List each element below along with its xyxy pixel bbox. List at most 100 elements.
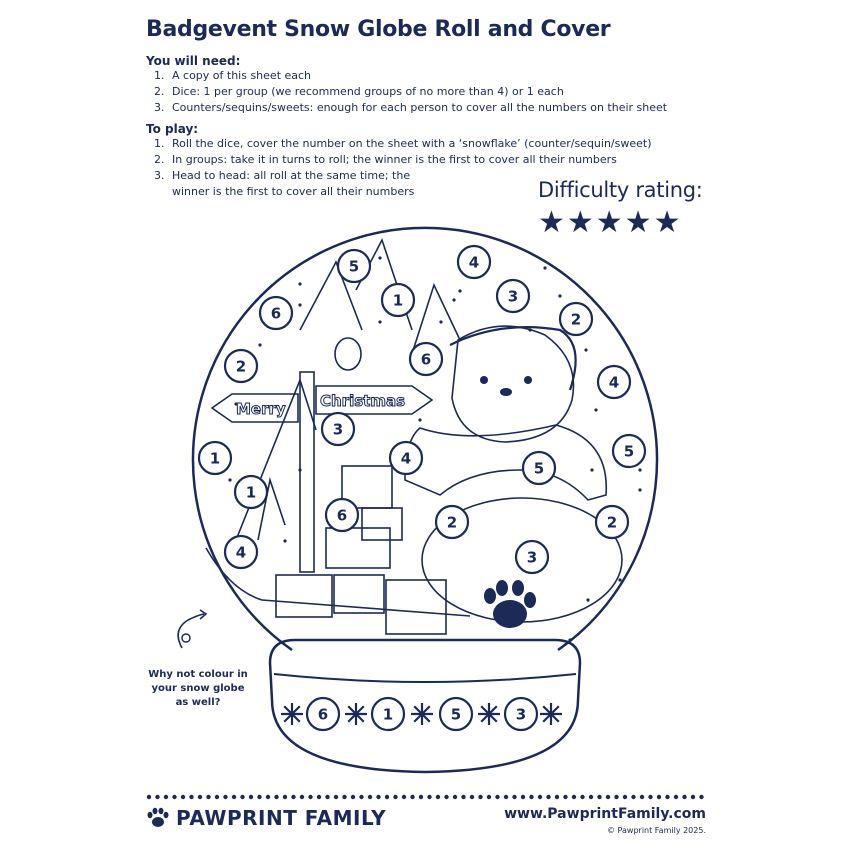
- number-circle: 4: [388, 440, 424, 476]
- need-list: 1.A copy of this sheet each 2.Dice: 1 pe…: [146, 68, 667, 116]
- number-circle: 4: [456, 244, 492, 280]
- snow-dot: [418, 418, 422, 422]
- number-circle: 3: [514, 539, 550, 575]
- snow-dot: [618, 578, 622, 582]
- number-label: 4: [401, 450, 411, 468]
- number-label: 6: [318, 706, 328, 724]
- play-heading: To play:: [146, 122, 199, 136]
- number-label: 2: [571, 311, 581, 329]
- snow-dot: [590, 468, 594, 472]
- snowflake-icon: [411, 703, 433, 725]
- robin-icon: [334, 337, 362, 371]
- number-label: 6: [337, 507, 347, 525]
- number-circle: 1: [380, 282, 416, 318]
- list-item: 3.Head to head: all roll at the same tim…: [154, 169, 411, 182]
- number-label: 1: [210, 450, 220, 468]
- list-item: 3.Counters/sequins/sweets: enough for ea…: [154, 101, 668, 114]
- snow-dot: [234, 402, 238, 406]
- base-number-circle: 5: [438, 696, 474, 732]
- snow-dot: [283, 539, 287, 543]
- snow-dot: [568, 638, 572, 642]
- list-item: 1.A copy of this sheet each: [154, 69, 312, 82]
- number-circle: 6: [408, 341, 444, 377]
- snow-dot: [228, 478, 232, 482]
- number-circle: 2: [594, 504, 630, 540]
- number-label: 2: [607, 514, 617, 532]
- base-number-circle: 3: [503, 696, 539, 732]
- snow-dot: [558, 294, 562, 298]
- number-label: 3: [516, 706, 526, 724]
- number-circle: 6: [258, 295, 294, 331]
- number-label: 2: [447, 514, 457, 532]
- sign-merry-label: Merry: [236, 400, 286, 418]
- globe-base: [268, 638, 582, 774]
- number-circle: 3: [495, 278, 531, 314]
- number-label: 5: [624, 443, 634, 461]
- number-label: 6: [271, 305, 281, 323]
- sign-christmas: [315, 385, 434, 415]
- snow-dot: [543, 266, 547, 270]
- number-label: 1: [393, 292, 403, 310]
- list-item: winner is the first to cover all their n…: [172, 185, 415, 198]
- snow-dot: [594, 408, 598, 412]
- need-section: You will need: 1.A copy of this sheet ea…: [146, 54, 667, 116]
- number-label: 5: [534, 460, 544, 478]
- number-circle: 5: [336, 248, 372, 284]
- sign-merry: [210, 393, 299, 423]
- snow-dot: [528, 328, 532, 332]
- number-circle: 6: [324, 497, 360, 533]
- paw-print-icon: [493, 600, 527, 628]
- website-link[interactable]: www.PawprintFamily.com: [504, 806, 706, 822]
- number-circle: 2: [558, 301, 594, 337]
- tree-back-icon: [299, 260, 363, 331]
- sign-christmas-label: Christmas: [320, 392, 405, 410]
- bear-body-icon: [404, 424, 608, 501]
- list-item: 2.Dice: 1 per group (we recommend groups…: [154, 85, 564, 98]
- number-label: 4: [609, 374, 619, 392]
- snow-dot: [586, 598, 590, 602]
- number-circle: 1: [233, 474, 269, 510]
- number-label: 1: [383, 706, 393, 724]
- snow-dot: [638, 468, 642, 472]
- footer-divider: [146, 794, 704, 800]
- brand-name: PAWPRINT FAMILY: [176, 806, 387, 830]
- snow-dot: [298, 303, 302, 307]
- snowflake-icon: [540, 703, 562, 725]
- snow-dot: [378, 320, 382, 324]
- snowflake-icon: [478, 703, 500, 725]
- snowflake-icon: [281, 703, 303, 725]
- list-item: 2.In groups: take it in turns to roll; t…: [154, 153, 617, 166]
- number-label: 4: [469, 254, 479, 272]
- snow-dot: [298, 282, 302, 286]
- number-circle: 5: [611, 433, 647, 469]
- play-section: To play: 1.Roll the dice, cover the numb…: [146, 122, 652, 200]
- number-circle: 2: [434, 504, 470, 540]
- globe-outline: [191, 226, 659, 652]
- number-circle: 3: [320, 411, 356, 447]
- snow-dot: [452, 298, 456, 302]
- list-item: 1.Roll the dice, cover the number on the…: [154, 137, 652, 150]
- snow-dot: [638, 488, 642, 492]
- snow-dot: [298, 468, 302, 472]
- difficulty-stars: ★★★★★: [538, 205, 683, 240]
- paw-logo-icon: [147, 807, 169, 827]
- snowflake-icon: [345, 703, 367, 725]
- snow-dot: [378, 256, 382, 260]
- snow-dot: [584, 348, 588, 352]
- number-label: 1: [246, 484, 256, 502]
- need-heading: You will need:: [146, 54, 241, 68]
- signpost-pole: [299, 371, 315, 573]
- number-label: 3: [508, 288, 518, 306]
- number-label: 3: [333, 421, 343, 439]
- snow-dot: [439, 320, 443, 324]
- number-circle: 4: [596, 364, 632, 400]
- base-number-circle: 1: [370, 696, 406, 732]
- number-label: 3: [527, 549, 537, 567]
- number-circle: 2: [223, 348, 259, 384]
- colour-note: Why not colour in your snow globe as wel…: [148, 669, 248, 708]
- number-circle: 5: [521, 450, 557, 486]
- copyright: © Pawprint Family 2025.: [607, 826, 706, 835]
- number-circle: 4: [223, 534, 259, 570]
- play-list: 1.Roll the dice, cover the number on the…: [146, 136, 652, 200]
